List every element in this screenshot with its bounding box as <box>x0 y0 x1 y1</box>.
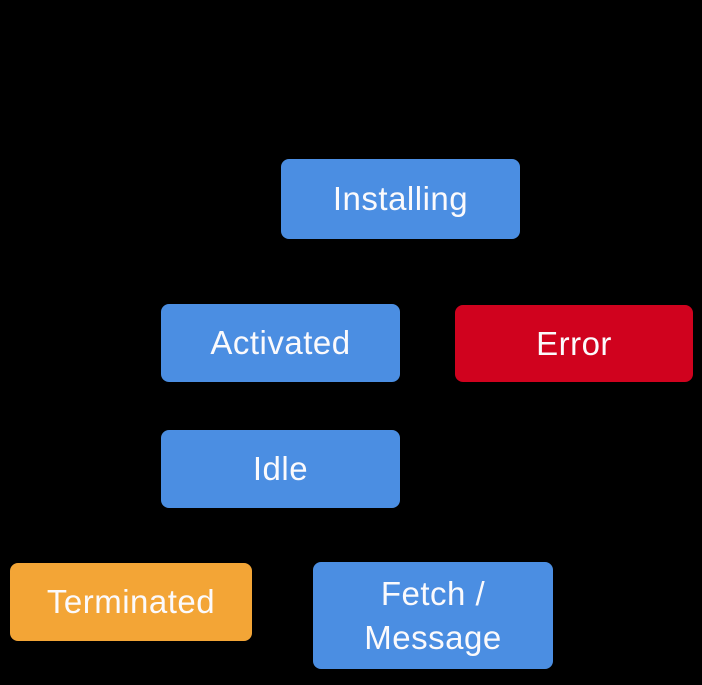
state-label-fetch-line1: Fetch / <box>380 574 486 612</box>
state-label-idle: Idle <box>252 450 309 488</box>
state-label-fetch-line2: Message <box>364 618 502 656</box>
state-box-terminated: Terminated <box>10 563 252 641</box>
state-box-installing: Installing <box>281 159 520 239</box>
state-label-activated: Activated <box>210 324 351 362</box>
state-label-error: Error <box>536 324 612 362</box>
state-box-idle: Idle <box>161 430 400 508</box>
state-label-terminated: Terminated <box>46 583 216 621</box>
state-box-fetch-message: Fetch / Message <box>313 562 553 669</box>
state-box-activated: Activated <box>161 304 400 382</box>
state-label-installing: Installing <box>332 180 469 218</box>
state-box-error: Error <box>455 305 693 382</box>
